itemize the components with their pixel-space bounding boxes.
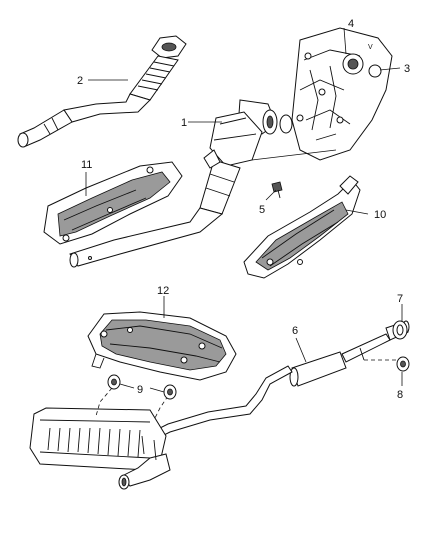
callout-2: 2 xyxy=(77,75,83,87)
callout-7: 7 xyxy=(397,293,403,305)
callout-labels: 1 2 3 4 5 6 7 8 9 10 11 12 xyxy=(77,18,410,401)
callout-12: 12 xyxy=(157,285,169,297)
callout-6: 6 xyxy=(292,325,298,337)
leader-lines xyxy=(85,27,403,393)
callout-11: 11 xyxy=(81,159,92,171)
insulator-left xyxy=(107,374,121,390)
callout-1: 1 xyxy=(181,117,187,129)
callout-8: 8 xyxy=(397,389,403,401)
insulator-right xyxy=(163,384,177,400)
heat-shield-right xyxy=(243,175,361,279)
engine-mark-text: V xyxy=(368,44,373,51)
catalytic-converter xyxy=(69,99,337,268)
callout-5: 5 xyxy=(259,204,265,216)
callout-4: 4 xyxy=(348,18,354,30)
callout-9: 9 xyxy=(137,384,143,396)
bolt-part-5 xyxy=(271,181,283,199)
heat-shield-center xyxy=(87,311,237,381)
callout-10: 10 xyxy=(374,209,386,221)
callout-3: 3 xyxy=(404,63,410,75)
engine-block: V xyxy=(291,27,393,161)
heat-shield-left xyxy=(43,161,183,245)
insulator-part-8 xyxy=(396,356,410,372)
clamp-part-7 xyxy=(392,320,408,340)
front-exhaust-pipe xyxy=(17,35,187,148)
